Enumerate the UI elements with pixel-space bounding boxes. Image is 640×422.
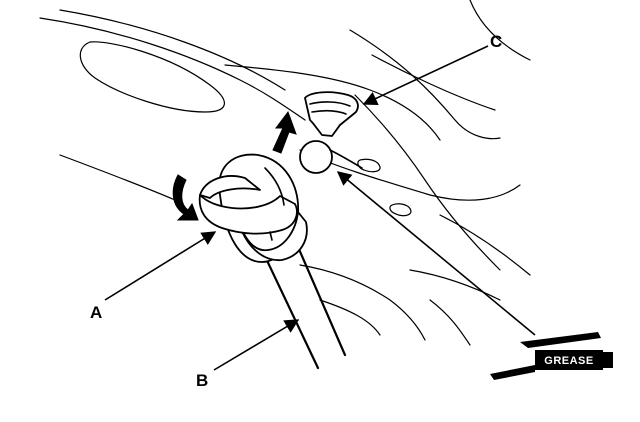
- callout-label-a: A: [90, 303, 102, 322]
- grease-label: GREASE: [544, 355, 593, 367]
- callout-label-b: B: [196, 371, 208, 390]
- callout-leaders: [104, 45, 536, 371]
- leader-line-b: [213, 319, 300, 371]
- rotation-arrow: [172, 174, 199, 221]
- leader-line-c: [362, 45, 489, 106]
- pull-direction-arrow: [272, 110, 297, 154]
- leader-line-a: [104, 231, 217, 301]
- body-panel-outline: [39, 0, 531, 346]
- strut-rod: [260, 238, 347, 370]
- strut-socket-end: [198, 153, 308, 263]
- ball-stud: [299, 91, 363, 174]
- grease-tag: GREASE: [490, 332, 613, 380]
- leader-line-grease: [336, 171, 536, 336]
- callout-label-c: C: [490, 32, 502, 51]
